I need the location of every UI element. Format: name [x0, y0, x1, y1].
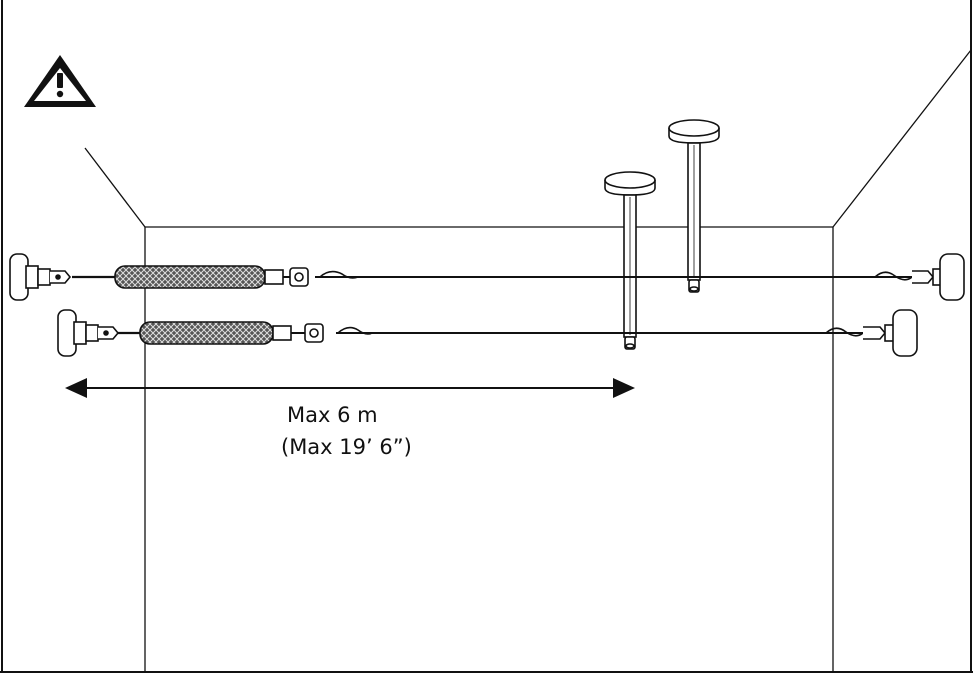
dimension-arrow [65, 378, 635, 398]
warning-triangle-icon [24, 55, 96, 107]
arrow-left-icon [65, 378, 87, 398]
upper-turnbuckle-grip [114, 265, 266, 289]
ceiling-support-1 [668, 119, 720, 293]
lower-cable-assembly [57, 309, 918, 357]
ceiling-support-2 [604, 171, 656, 350]
arrow-right-icon [613, 378, 635, 398]
upper-cable-assembly [9, 253, 965, 301]
ceiling-corner-right [832, 49, 972, 228]
max-length-imperial: (Max 19’ 6”) [281, 435, 412, 459]
max-length-metric: Max 6 m [287, 403, 378, 427]
ceiling-corner-left [84, 147, 146, 228]
lower-turnbuckle-grip [139, 321, 274, 345]
